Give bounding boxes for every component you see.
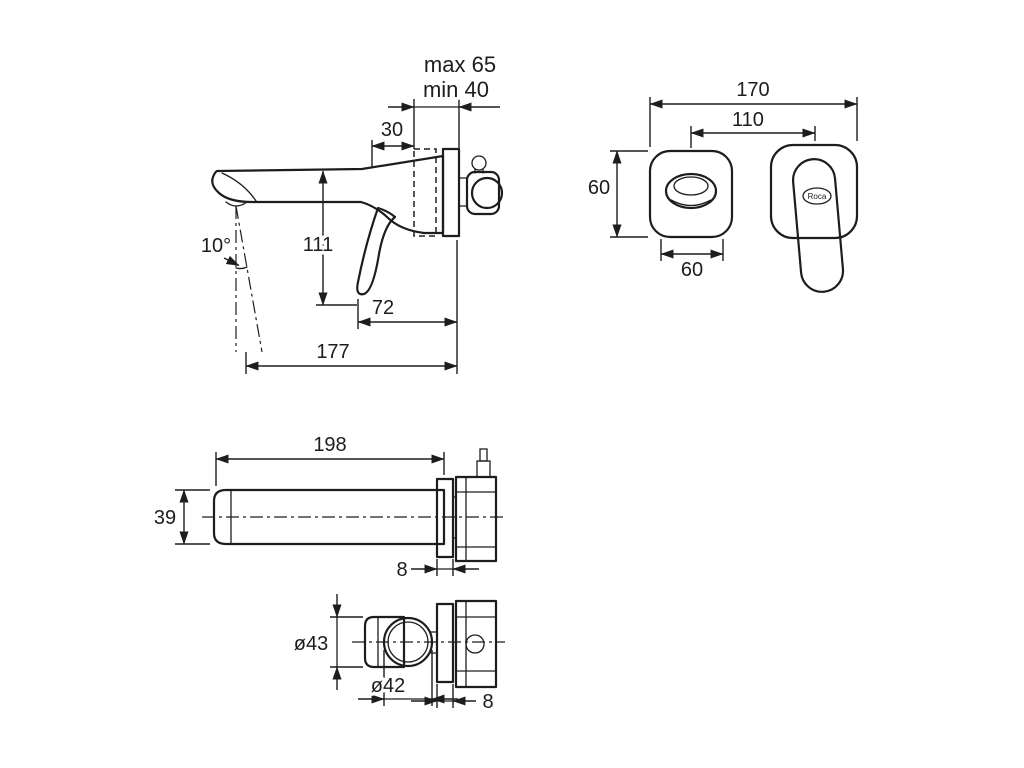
cartridge-detail <box>465 634 485 654</box>
dim-198: 198 <box>215 431 445 486</box>
dim-198-label: 198 <box>313 434 346 456</box>
spout-escutcheon <box>648 149 734 239</box>
angle-leader-arrow <box>223 255 240 267</box>
wall-flange-section <box>435 602 455 684</box>
dim-60-width-label: 60 <box>681 259 703 281</box>
dim-39: 39 <box>150 489 210 545</box>
dim-dia43: ø43 <box>290 594 363 690</box>
dim-30: 30 <box>371 116 415 167</box>
front-view: Roca 170 110 60 60 <box>584 76 859 293</box>
dim-dia42: ø42 <box>358 650 458 706</box>
dim-dia43-label: ø43 <box>294 633 328 655</box>
dim-8-plate-section-label: 8 <box>482 691 493 713</box>
spout-front <box>664 172 718 210</box>
spout-tip-curve <box>221 172 257 202</box>
stream-axis-angled <box>235 205 263 353</box>
dim-8-plate-label: 8 <box>396 559 407 581</box>
brand-label: Roca <box>808 192 827 201</box>
dim-min-wall-label: min 40 <box>423 77 489 102</box>
dim-177: 177 <box>245 338 458 374</box>
bleed-valve <box>471 155 487 171</box>
handle-lever <box>356 206 397 296</box>
angle-arc <box>235 266 248 270</box>
handle-body-section <box>363 615 406 669</box>
angle-label: 10° <box>201 235 231 257</box>
dim-8-plate-section: 8 <box>411 684 497 717</box>
plan-view: 198 39 8 <box>150 431 505 585</box>
brand-badge <box>802 187 832 205</box>
dim-60-height: 60 <box>584 150 648 238</box>
side-view: 10° max 65 min 40 30 111 72 <box>197 49 504 374</box>
dim-111: 111 <box>299 170 357 306</box>
spout-tube <box>212 488 446 546</box>
dim-170: 170 <box>649 76 858 147</box>
dim-60-width: 60 <box>660 239 724 285</box>
dim-max-wall-label: max 65 <box>424 52 496 77</box>
dim-8-plate: 8 <box>393 556 479 585</box>
dim-72: 72 <box>357 240 458 374</box>
dim-wall-depth: max 65 min 40 <box>388 49 500 149</box>
inlet-connector <box>470 176 504 210</box>
dim-39-label: 39 <box>154 507 176 529</box>
dim-72-label: 72 <box>372 297 394 319</box>
handle-escutcheon <box>769 143 859 240</box>
dim-dia42-label: ø42 <box>371 675 405 697</box>
dim-60-height-label: 60 <box>588 177 610 199</box>
wall-range-dashed <box>413 148 437 237</box>
wall-flange <box>435 477 455 559</box>
dim-177-label: 177 <box>316 341 349 363</box>
dim-110: 110 <box>690 106 816 148</box>
spout-body-outline <box>211 154 445 235</box>
wall-plate <box>441 147 461 238</box>
bleed-valve-top <box>476 460 491 478</box>
dim-110-label: 110 <box>732 109 764 131</box>
inline-body <box>454 475 498 563</box>
dim-170-label: 170 <box>736 79 769 101</box>
inline-body-section <box>454 599 498 689</box>
dim-30-label: 30 <box>381 119 403 141</box>
section-view: ø43 ø42 8 <box>290 594 505 717</box>
dim-111-label: 111 <box>303 234 333 256</box>
handle-front <box>791 158 845 293</box>
